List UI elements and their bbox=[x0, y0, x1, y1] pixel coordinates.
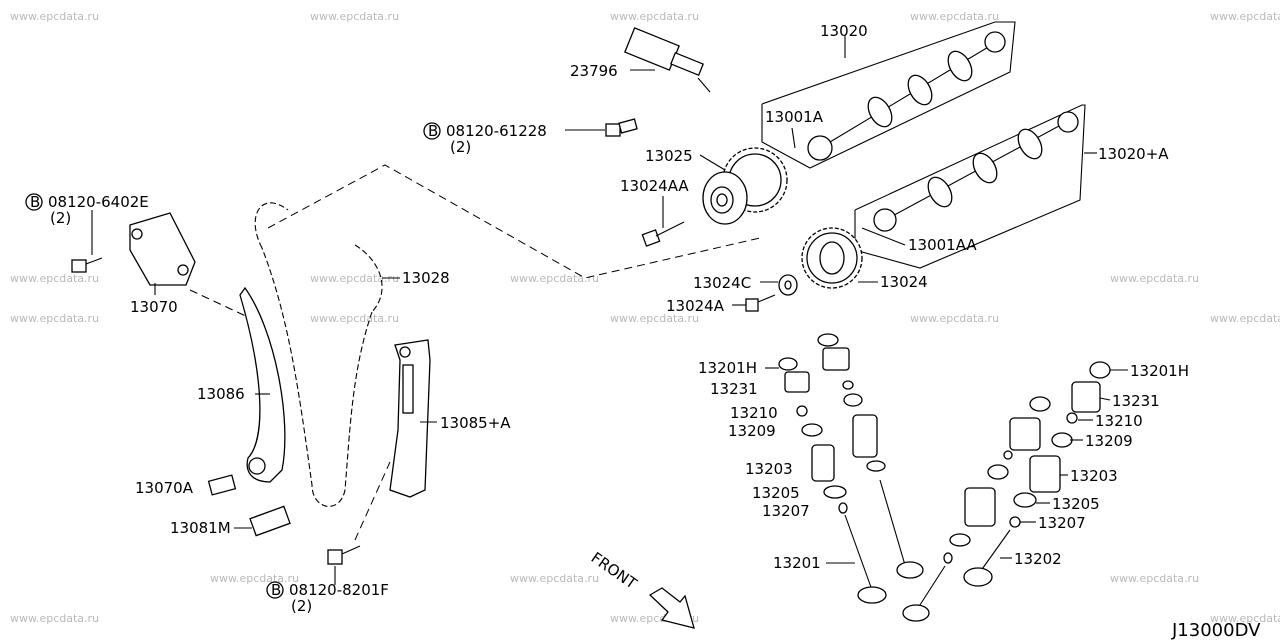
cam-sensor-part[interactable] bbox=[624, 27, 711, 93]
label-13207-left[interactable]: 13207 bbox=[762, 502, 810, 520]
label-13209-left[interactable]: 13209 bbox=[728, 422, 776, 440]
label-08120-8201f[interactable]: 08120-8201F bbox=[289, 581, 389, 599]
bolt-08120-6402e-part[interactable] bbox=[71, 210, 103, 273]
bolt-08120-8201f-part[interactable] bbox=[327, 545, 361, 585]
label-13070a[interactable]: 13070A bbox=[135, 479, 194, 497]
watermark: www.epcdata.ru bbox=[10, 312, 99, 325]
label-13210-left[interactable]: 13210 bbox=[730, 404, 778, 422]
watermark: www.epcdata.ru bbox=[1210, 312, 1280, 325]
label-13209-right[interactable]: 13209 bbox=[1085, 432, 1133, 450]
timing-chain-13028-part[interactable] bbox=[254, 202, 383, 507]
watermark: www.epcdata.ru bbox=[10, 10, 99, 23]
qty-08120-61228: (2) bbox=[450, 138, 471, 156]
label-13085a[interactable]: 13085+A bbox=[440, 414, 511, 432]
watermark: www.epcdata.ru bbox=[10, 272, 99, 285]
label-13070[interactable]: 13070 bbox=[130, 298, 178, 316]
diagram-code: J13000DV bbox=[1171, 620, 1261, 640]
label-13020a[interactable]: 13020+A bbox=[1098, 145, 1169, 163]
watermarks: www.epcdata.ru www.epcdata.ru www.epcdat… bbox=[10, 10, 1280, 625]
label-13205-left[interactable]: 13205 bbox=[752, 484, 800, 502]
qty-08120-8201f: (2) bbox=[291, 597, 312, 615]
sprocket-13024-part[interactable] bbox=[801, 227, 863, 289]
watermark: www.epcdata.ru bbox=[310, 272, 399, 285]
label-13203-left[interactable]: 13203 bbox=[745, 460, 793, 478]
watermark: www.epcdata.ru bbox=[910, 312, 999, 325]
label-13024[interactable]: 13024 bbox=[880, 273, 928, 291]
front-label: FRONT bbox=[588, 549, 641, 594]
qty-08120-6402e: (2) bbox=[50, 209, 71, 227]
watermark: www.epcdata.ru bbox=[510, 272, 599, 285]
label-13231-left[interactable]: 13231 bbox=[710, 380, 758, 398]
dashed-reference-lines bbox=[189, 164, 761, 541]
label-13202[interactable]: 13202 bbox=[1014, 550, 1062, 568]
pin-13070a-part[interactable] bbox=[207, 474, 237, 496]
valve-stack-right-inner-part[interactable] bbox=[902, 396, 1051, 622]
bolt-symbol-icon bbox=[423, 122, 441, 140]
bolt-symbol: B bbox=[271, 581, 281, 599]
sprocket-13025-part[interactable] bbox=[702, 147, 788, 225]
label-13086[interactable]: 13086 bbox=[197, 385, 245, 403]
tensioner-bracket-13070-part[interactable] bbox=[129, 212, 196, 295]
watermark: www.epcdata.ru bbox=[1110, 572, 1199, 585]
valve-stack-left-part[interactable] bbox=[778, 357, 887, 604]
label-08120-61228[interactable]: 08120-61228 bbox=[446, 122, 547, 140]
slack-guide-13086-part[interactable] bbox=[239, 286, 286, 483]
bolt-08120-61228-part[interactable] bbox=[565, 118, 638, 137]
label-13025[interactable]: 13025 bbox=[645, 147, 693, 165]
watermark: www.epcdata.ru bbox=[210, 572, 299, 585]
label-13081m[interactable]: 13081M bbox=[170, 519, 231, 537]
label-13020[interactable]: 13020 bbox=[820, 22, 868, 40]
tensioner-13081m-part[interactable] bbox=[249, 505, 291, 537]
watermark: www.epcdata.ru bbox=[610, 10, 699, 23]
washer-13024c-part[interactable] bbox=[778, 274, 798, 296]
watermark: www.epcdata.ru bbox=[1210, 10, 1280, 23]
label-13024a[interactable]: 13024A bbox=[666, 297, 725, 315]
watermark: www.epcdata.ru bbox=[1210, 612, 1280, 625]
watermark: www.epcdata.ru bbox=[610, 312, 699, 325]
tension-guide-13085a-part[interactable] bbox=[389, 339, 431, 498]
label-13201h-left[interactable]: 13201H bbox=[698, 359, 757, 377]
label-13231-right[interactable]: 13231 bbox=[1112, 392, 1160, 410]
label-13207-right[interactable]: 13207 bbox=[1038, 514, 1086, 532]
label-13201h-right[interactable]: 13201H bbox=[1130, 362, 1189, 380]
label-13001aa[interactable]: 13001AA bbox=[908, 236, 977, 254]
label-13024c[interactable]: 13024C bbox=[693, 274, 751, 292]
label-13203-right[interactable]: 13203 bbox=[1070, 467, 1118, 485]
bolt-symbol-icon bbox=[25, 193, 43, 211]
label-13201[interactable]: 13201 bbox=[773, 554, 821, 572]
bolt-13024aa-part[interactable] bbox=[641, 196, 685, 247]
watermark: www.epcdata.ru bbox=[10, 612, 99, 625]
label-23796[interactable]: 23796 bbox=[570, 62, 618, 80]
label-13024aa[interactable]: 13024AA bbox=[620, 177, 689, 195]
watermark: www.epcdata.ru bbox=[510, 572, 599, 585]
label-13210-right[interactable]: 13210 bbox=[1095, 412, 1143, 430]
watermark: www.epcdata.ru bbox=[910, 10, 999, 23]
watermark: www.epcdata.ru bbox=[310, 10, 399, 23]
bolt-symbol-icon bbox=[266, 581, 284, 599]
watermark: www.epcdata.ru bbox=[1110, 272, 1199, 285]
bolt-symbol: B bbox=[30, 193, 40, 211]
bolt-symbol: B bbox=[428, 122, 438, 140]
watermark: www.epcdata.ru bbox=[310, 312, 399, 325]
camshaft-13020-part[interactable] bbox=[761, 21, 1016, 169]
label-13028[interactable]: 13028 bbox=[402, 269, 450, 287]
label-13205-right[interactable]: 13205 bbox=[1052, 495, 1100, 513]
label-13001a[interactable]: 13001A bbox=[765, 108, 824, 126]
valve-stack-middle-part[interactable] bbox=[817, 333, 924, 579]
bolt-13024a-part[interactable] bbox=[745, 294, 776, 312]
label-08120-6402e[interactable]: 08120-6402E bbox=[48, 193, 149, 211]
